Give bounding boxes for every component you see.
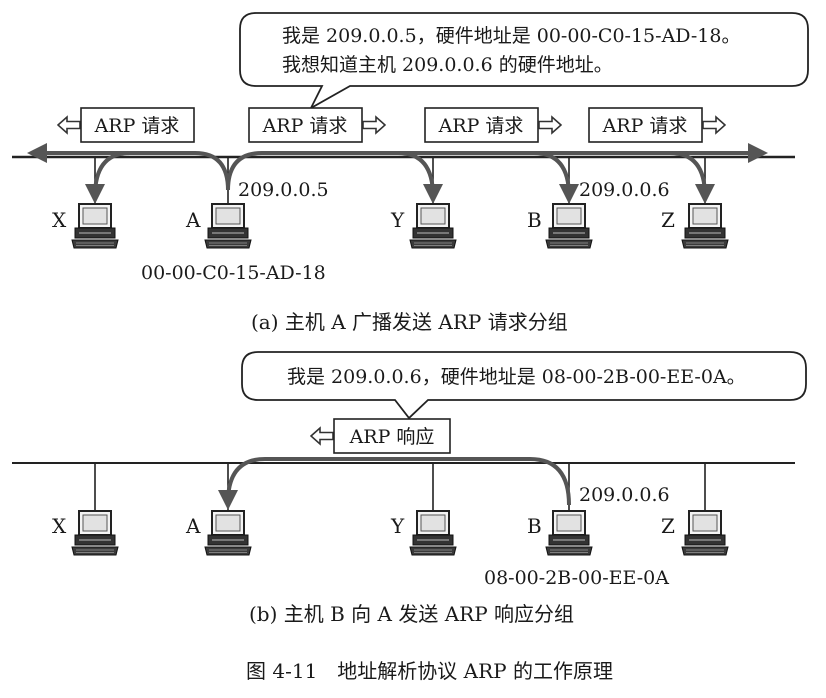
caption-a: (a) 主机 A 广播发送 ARP 请求分组 — [251, 310, 568, 334]
arp-response-packet: ARP 响应 — [310, 418, 451, 454]
speech-bubble-a — [239, 12, 809, 111]
host-label-b: B — [527, 208, 542, 232]
host-y-computer-icon — [409, 510, 457, 556]
arp-request-packet-1: ARP 请求 — [57, 107, 195, 143]
left-arrow-icon — [310, 427, 334, 445]
right-arrow-icon — [702, 116, 726, 134]
host-label-y: Y — [390, 208, 405, 232]
bubble-b-line1: 我是 209.0.0.6，硬件地址是 08-00-2B-00-EE-0A。 — [287, 366, 746, 388]
host-b-mac: 08-00-2B-00-EE-0A — [484, 567, 669, 589]
right-arrow-icon — [362, 116, 386, 134]
host-b-computer-icon — [545, 203, 593, 249]
host-label-x: X — [52, 514, 67, 538]
caption-b: (b) 主机 B 向 A 发送 ARP 响应分组 — [249, 602, 574, 626]
figure-caption: 图 4-11 地址解析协议 ARP 的工作原理 — [246, 659, 613, 683]
response-arrow — [218, 457, 571, 510]
host-label-b: B — [527, 514, 542, 538]
bubble-a-line2: 我想知道主机 209.0.0.6 的硬件地址。 — [282, 54, 613, 76]
host-label-z: Z — [661, 514, 675, 538]
host-z-computer-icon — [681, 510, 729, 556]
arp-request-packet-2: ARP 请求 — [248, 107, 386, 143]
left-arrow-icon — [57, 116, 81, 134]
arp-request-packet-4: ARP 请求 — [588, 107, 726, 143]
host-b-ip: 209.0.0.6 — [579, 484, 670, 506]
host-x-computer-icon — [71, 203, 119, 249]
bubble-a-line1: 我是 209.0.0.5，硬件地址是 00-00-C0-15-AD-18。 — [282, 25, 740, 47]
right-arrow-icon — [538, 116, 562, 134]
packet-label: ARP 请求 — [94, 115, 180, 137]
arp-request-packet-3: ARP 请求 — [424, 107, 562, 143]
host-z-computer-icon — [681, 203, 729, 249]
host-a-ip: 209.0.0.5 — [238, 179, 329, 201]
host-label-x: X — [52, 208, 67, 232]
broadcast-arrows — [27, 143, 768, 204]
packet-label: ARP 请求 — [438, 115, 524, 137]
host-label-z: Z — [661, 208, 675, 232]
packet-label: ARP 请求 — [602, 115, 688, 137]
host-x-computer-icon — [71, 510, 119, 556]
host-label-a: A — [185, 208, 201, 232]
speech-bubble-b — [241, 351, 807, 420]
packet-label: ARP 响应 — [349, 426, 435, 448]
panel-a: 我是 209.0.0.5，硬件地址是 00-00-C0-15-AD-18。 我想… — [12, 12, 809, 334]
host-label-y: Y — [390, 514, 405, 538]
host-a-computer-icon — [204, 203, 252, 249]
host-a-computer-icon — [204, 510, 252, 556]
packet-label: ARP 请求 — [262, 115, 348, 137]
panel-b: 我是 209.0.0.6，硬件地址是 08-00-2B-00-EE-0A。 AR… — [12, 351, 807, 626]
host-b-ip: 209.0.0.6 — [579, 179, 670, 201]
host-label-a: A — [185, 514, 201, 538]
host-a-mac: 00-00-C0-15-AD-18 — [141, 262, 326, 284]
host-y-computer-icon — [409, 203, 457, 249]
host-b-computer-icon — [545, 510, 593, 556]
